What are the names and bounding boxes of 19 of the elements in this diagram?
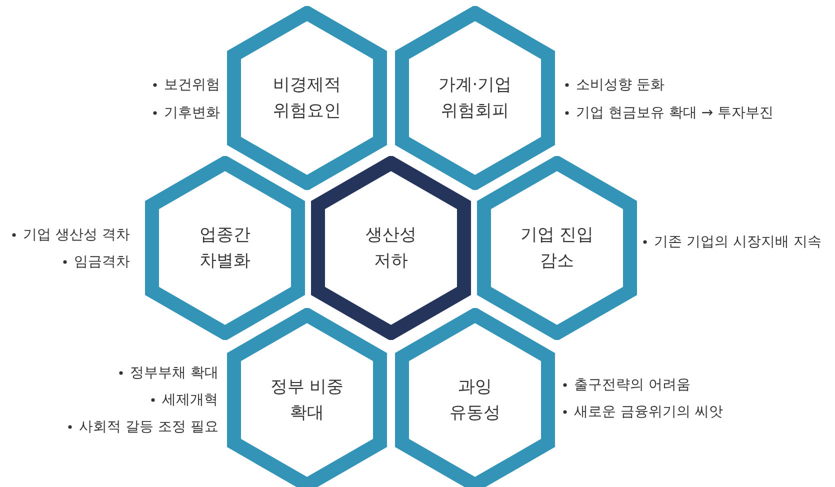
bullet-item: 기업 현금보유 확대 → 투자부진 <box>576 104 774 122</box>
bullet-item: 임금격차 <box>74 253 130 271</box>
hexagon-label: 업종간 차별화 <box>198 224 252 273</box>
bullet-item: 기업 생산성 격차 <box>23 226 130 244</box>
hexagon-label: 생산성 저하 <box>364 224 418 273</box>
bullet-item: 세제개혁 <box>162 391 218 409</box>
hexagon-label: 정부 비중 확대 <box>269 376 345 425</box>
hexagon-label: 비경제적 위험요인 <box>272 74 342 123</box>
bullet-item: 사회적 갈등 조정 필요 <box>79 418 218 436</box>
hexagon-label: 가계·기업 위험회피 <box>437 74 513 123</box>
bullet-item: 기존 기업의 시장지배 지속 <box>654 233 822 251</box>
bullet-item: 출구전략의 어려움 <box>574 376 690 394</box>
bullet-item: 기후변화 <box>164 104 220 122</box>
hexagon-label: 기업 진입 감소 <box>519 224 595 273</box>
bullet-item: 보건위험 <box>164 76 220 94</box>
bullet-item: 정부부채 확대 <box>130 364 218 382</box>
hexagon-label: 과잉 유동성 <box>448 376 502 425</box>
bullet-item: 새로운 금융위기의 씨앗 <box>574 403 723 421</box>
bullet-item: 소비성향 둔화 <box>576 76 664 94</box>
